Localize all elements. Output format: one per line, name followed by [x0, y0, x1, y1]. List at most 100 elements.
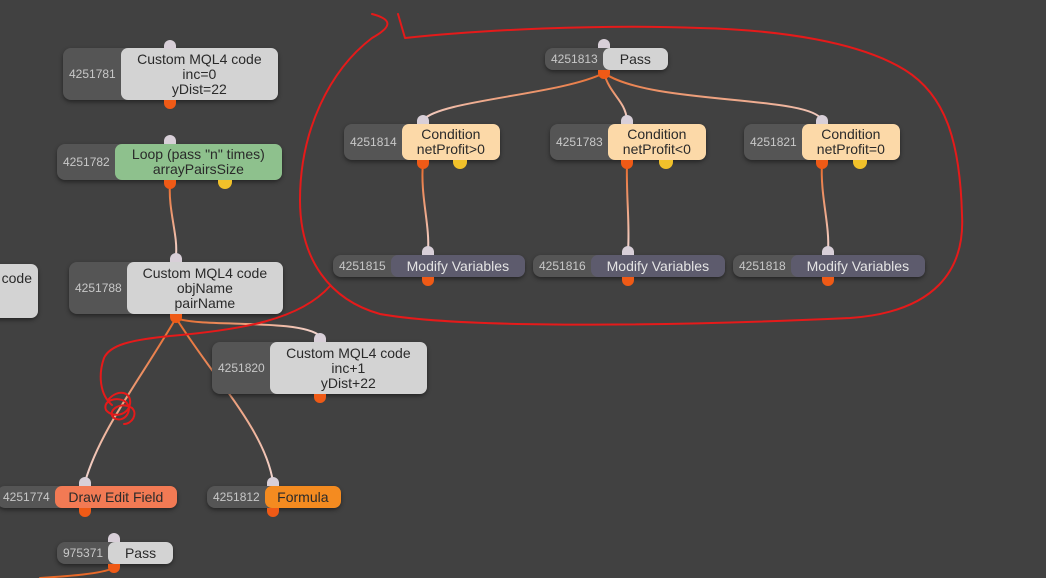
annotation-scribble — [104, 391, 136, 425]
node-4251816[interactable]: 4251816 Modify Variables — [533, 255, 725, 277]
node-title: Modify Variables — [606, 257, 710, 274]
node-param: pairName — [174, 294, 236, 311]
node-title: Custom MQL4 code — [137, 50, 262, 67]
node-title: Pass — [124, 544, 157, 561]
node-title: Condition — [821, 126, 881, 142]
node-title: Modify Variables — [406, 257, 510, 274]
output-port[interactable] — [79, 508, 91, 517]
node-4251813[interactable]: 4251813 Pass — [545, 48, 668, 70]
output-port[interactable] — [622, 277, 634, 286]
output-port[interactable] — [267, 508, 279, 517]
input-port[interactable] — [170, 253, 182, 262]
input-port[interactable] — [164, 135, 176, 144]
condition-block[interactable]: Condition netProfit>0 — [401, 124, 500, 160]
input-port[interactable] — [267, 477, 279, 486]
node-4251821[interactable]: 4251821 Condition netProfit=0 — [744, 124, 900, 160]
wire-4251814-4251815 — [421, 162, 430, 252]
output-port[interactable] — [164, 180, 176, 189]
node-title: Pass — [619, 50, 651, 67]
alt-output-port[interactable] — [453, 160, 467, 169]
modify-variables-block[interactable]: Modify Variables — [790, 255, 925, 277]
condition-block[interactable]: Condition netProfit=0 — [801, 124, 900, 160]
node-id: 4251781 — [69, 67, 116, 81]
custom-code-block[interactable]: Custom MQL4 code objName pairName — [126, 262, 283, 314]
node-id: 975371 — [63, 546, 104, 560]
node-4251814[interactable]: 4251814 Condition netProfit>0 — [344, 124, 500, 160]
modify-variables-block[interactable]: Modify Variables — [590, 255, 725, 277]
alt-output-port[interactable] — [853, 160, 867, 169]
node-id: 4251815 — [339, 259, 386, 273]
wire-4251783-4251816 — [625, 162, 630, 252]
node-id: 4251783 — [556, 135, 603, 149]
node-param: inc=0 — [182, 65, 217, 82]
node-title: Draw Edit Field — [68, 488, 164, 505]
node-title: Formula — [277, 488, 329, 505]
node-4251815[interactable]: 4251815 Modify Variables — [333, 255, 525, 277]
input-port[interactable] — [816, 115, 828, 124]
node-title: Custom MQL4 code — [286, 344, 411, 361]
alt-output-port[interactable] — [218, 180, 232, 189]
condition-block[interactable]: Condition netProfit<0 — [607, 124, 706, 160]
output-port[interactable] — [422, 277, 434, 286]
output-port[interactable] — [822, 277, 834, 286]
node-param: arrayPairsSize — [152, 161, 244, 177]
node-param: yDist+22 — [320, 374, 376, 391]
pass-block[interactable]: Pass — [108, 542, 173, 564]
node-4251783[interactable]: 4251783 Condition netProfit<0 — [550, 124, 706, 160]
node-id: 4251813 — [551, 52, 598, 66]
input-port[interactable] — [314, 333, 326, 342]
modify-variables-block[interactable]: Modify Variables — [390, 255, 525, 277]
node-title: Loop (pass "n" times) — [131, 146, 265, 162]
input-port[interactable] — [422, 246, 434, 255]
input-port[interactable] — [822, 246, 834, 255]
custom-code-block[interactable]: Custom MQL4 code inc=0 yDist=22 — [120, 48, 278, 100]
wire-4251813-4251814 — [422, 72, 605, 121]
output-port[interactable] — [816, 160, 828, 169]
alt-output-port[interactable] — [659, 160, 673, 169]
output-port[interactable] — [621, 160, 633, 169]
input-port[interactable] — [108, 533, 120, 542]
input-port[interactable] — [598, 39, 610, 48]
output-port[interactable] — [170, 314, 182, 323]
node-4251774[interactable]: 4251774 Draw Edit Field — [0, 486, 177, 508]
wire-4251813-4251783 — [603, 72, 628, 121]
node-partial-offscreen[interactable]: code — [0, 264, 38, 318]
output-port[interactable] — [598, 70, 610, 79]
node-param: netProfit>0 — [416, 141, 485, 157]
node-4251812[interactable]: 4251812 Formula — [207, 486, 341, 508]
input-port[interactable] — [621, 115, 633, 124]
node-975371[interactable]: 975371 Pass — [57, 542, 173, 564]
wire-4251788-4251820 — [175, 317, 321, 337]
node-4251820[interactable]: 4251820 Custom MQL4 code inc+1 yDist+22 — [212, 342, 427, 394]
input-port[interactable] — [622, 246, 634, 255]
node-id: 4251782 — [63, 155, 110, 169]
output-port[interactable] — [108, 564, 120, 573]
node-title: Custom MQL4 code — [142, 264, 268, 281]
input-port[interactable] — [164, 40, 176, 49]
node-id: 4251774 — [3, 490, 50, 504]
custom-code-block[interactable]: Custom MQL4 code inc+1 yDist+22 — [269, 342, 427, 394]
node-4251818[interactable]: 4251818 Modify Variables — [733, 255, 925, 277]
draw-edit-field-block[interactable]: Draw Edit Field — [54, 486, 177, 508]
node-param: netProfit<0 — [622, 141, 691, 157]
wire-4251782-4251788 — [168, 182, 178, 256]
input-port[interactable] — [79, 477, 91, 486]
node-param: netProfit=0 — [816, 141, 885, 157]
node-id: 4251816 — [539, 259, 586, 273]
custom-code-block[interactable]: code — [0, 264, 38, 318]
node-title: Condition — [421, 126, 481, 142]
output-port[interactable] — [417, 160, 429, 169]
node-4251781[interactable]: 4251781 Custom MQL4 code inc=0 yDist=22 — [63, 48, 278, 100]
pass-block[interactable]: Pass — [602, 48, 668, 70]
output-port[interactable] — [164, 100, 176, 109]
node-id: 4251821 — [750, 135, 797, 149]
loop-block[interactable]: Loop (pass "n" times) arrayPairsSize — [114, 144, 282, 180]
node-4251788[interactable]: 4251788 Custom MQL4 code objName pairNam… — [69, 262, 283, 314]
node-4251782[interactable]: 4251782 Loop (pass "n" times) arrayPairs… — [57, 144, 282, 180]
output-port[interactable] — [314, 394, 326, 403]
formula-block[interactable]: Formula — [264, 486, 341, 508]
input-port[interactable] — [417, 115, 429, 124]
wire-975371-out — [39, 567, 115, 578]
node-param: inc+1 — [331, 359, 366, 376]
